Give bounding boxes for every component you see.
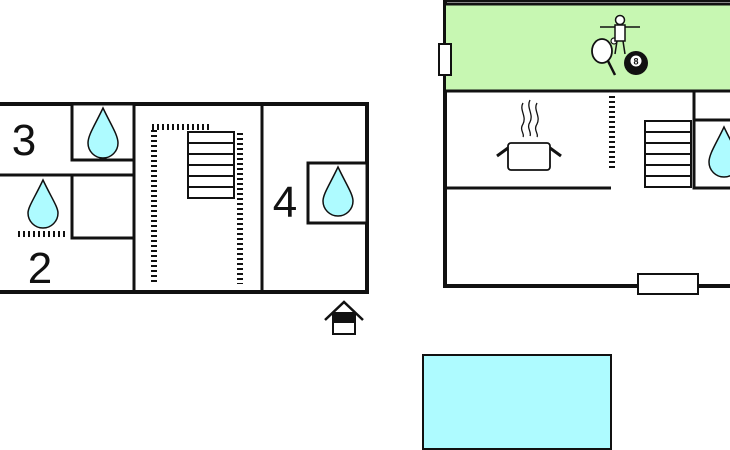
room-label-3: 3 xyxy=(12,116,36,165)
closet-2 xyxy=(70,173,136,240)
billiard-ball-icon: 8 xyxy=(624,51,648,75)
water-drop-icon xyxy=(708,125,730,178)
right-building: 8 xyxy=(438,0,730,295)
room-label-2: 2 xyxy=(28,244,52,293)
stairs-icon xyxy=(644,120,692,188)
entrance-house-icon xyxy=(324,300,364,335)
water-drop-icon xyxy=(322,165,354,217)
cooking-pot-icon xyxy=(496,99,562,171)
games-room xyxy=(446,4,730,90)
left-building: 3 2 4 xyxy=(0,102,369,294)
water-drop-icon xyxy=(87,106,119,159)
window xyxy=(438,43,452,76)
room-label-4: 4 xyxy=(273,178,297,227)
left-building-outline xyxy=(0,102,369,294)
billiard-ball-number: 8 xyxy=(633,57,638,67)
foosball-icon xyxy=(600,14,640,55)
swimming-pool xyxy=(422,354,612,450)
window xyxy=(637,273,699,295)
water-drop-icon xyxy=(27,178,59,229)
stairs-icon xyxy=(187,131,235,199)
